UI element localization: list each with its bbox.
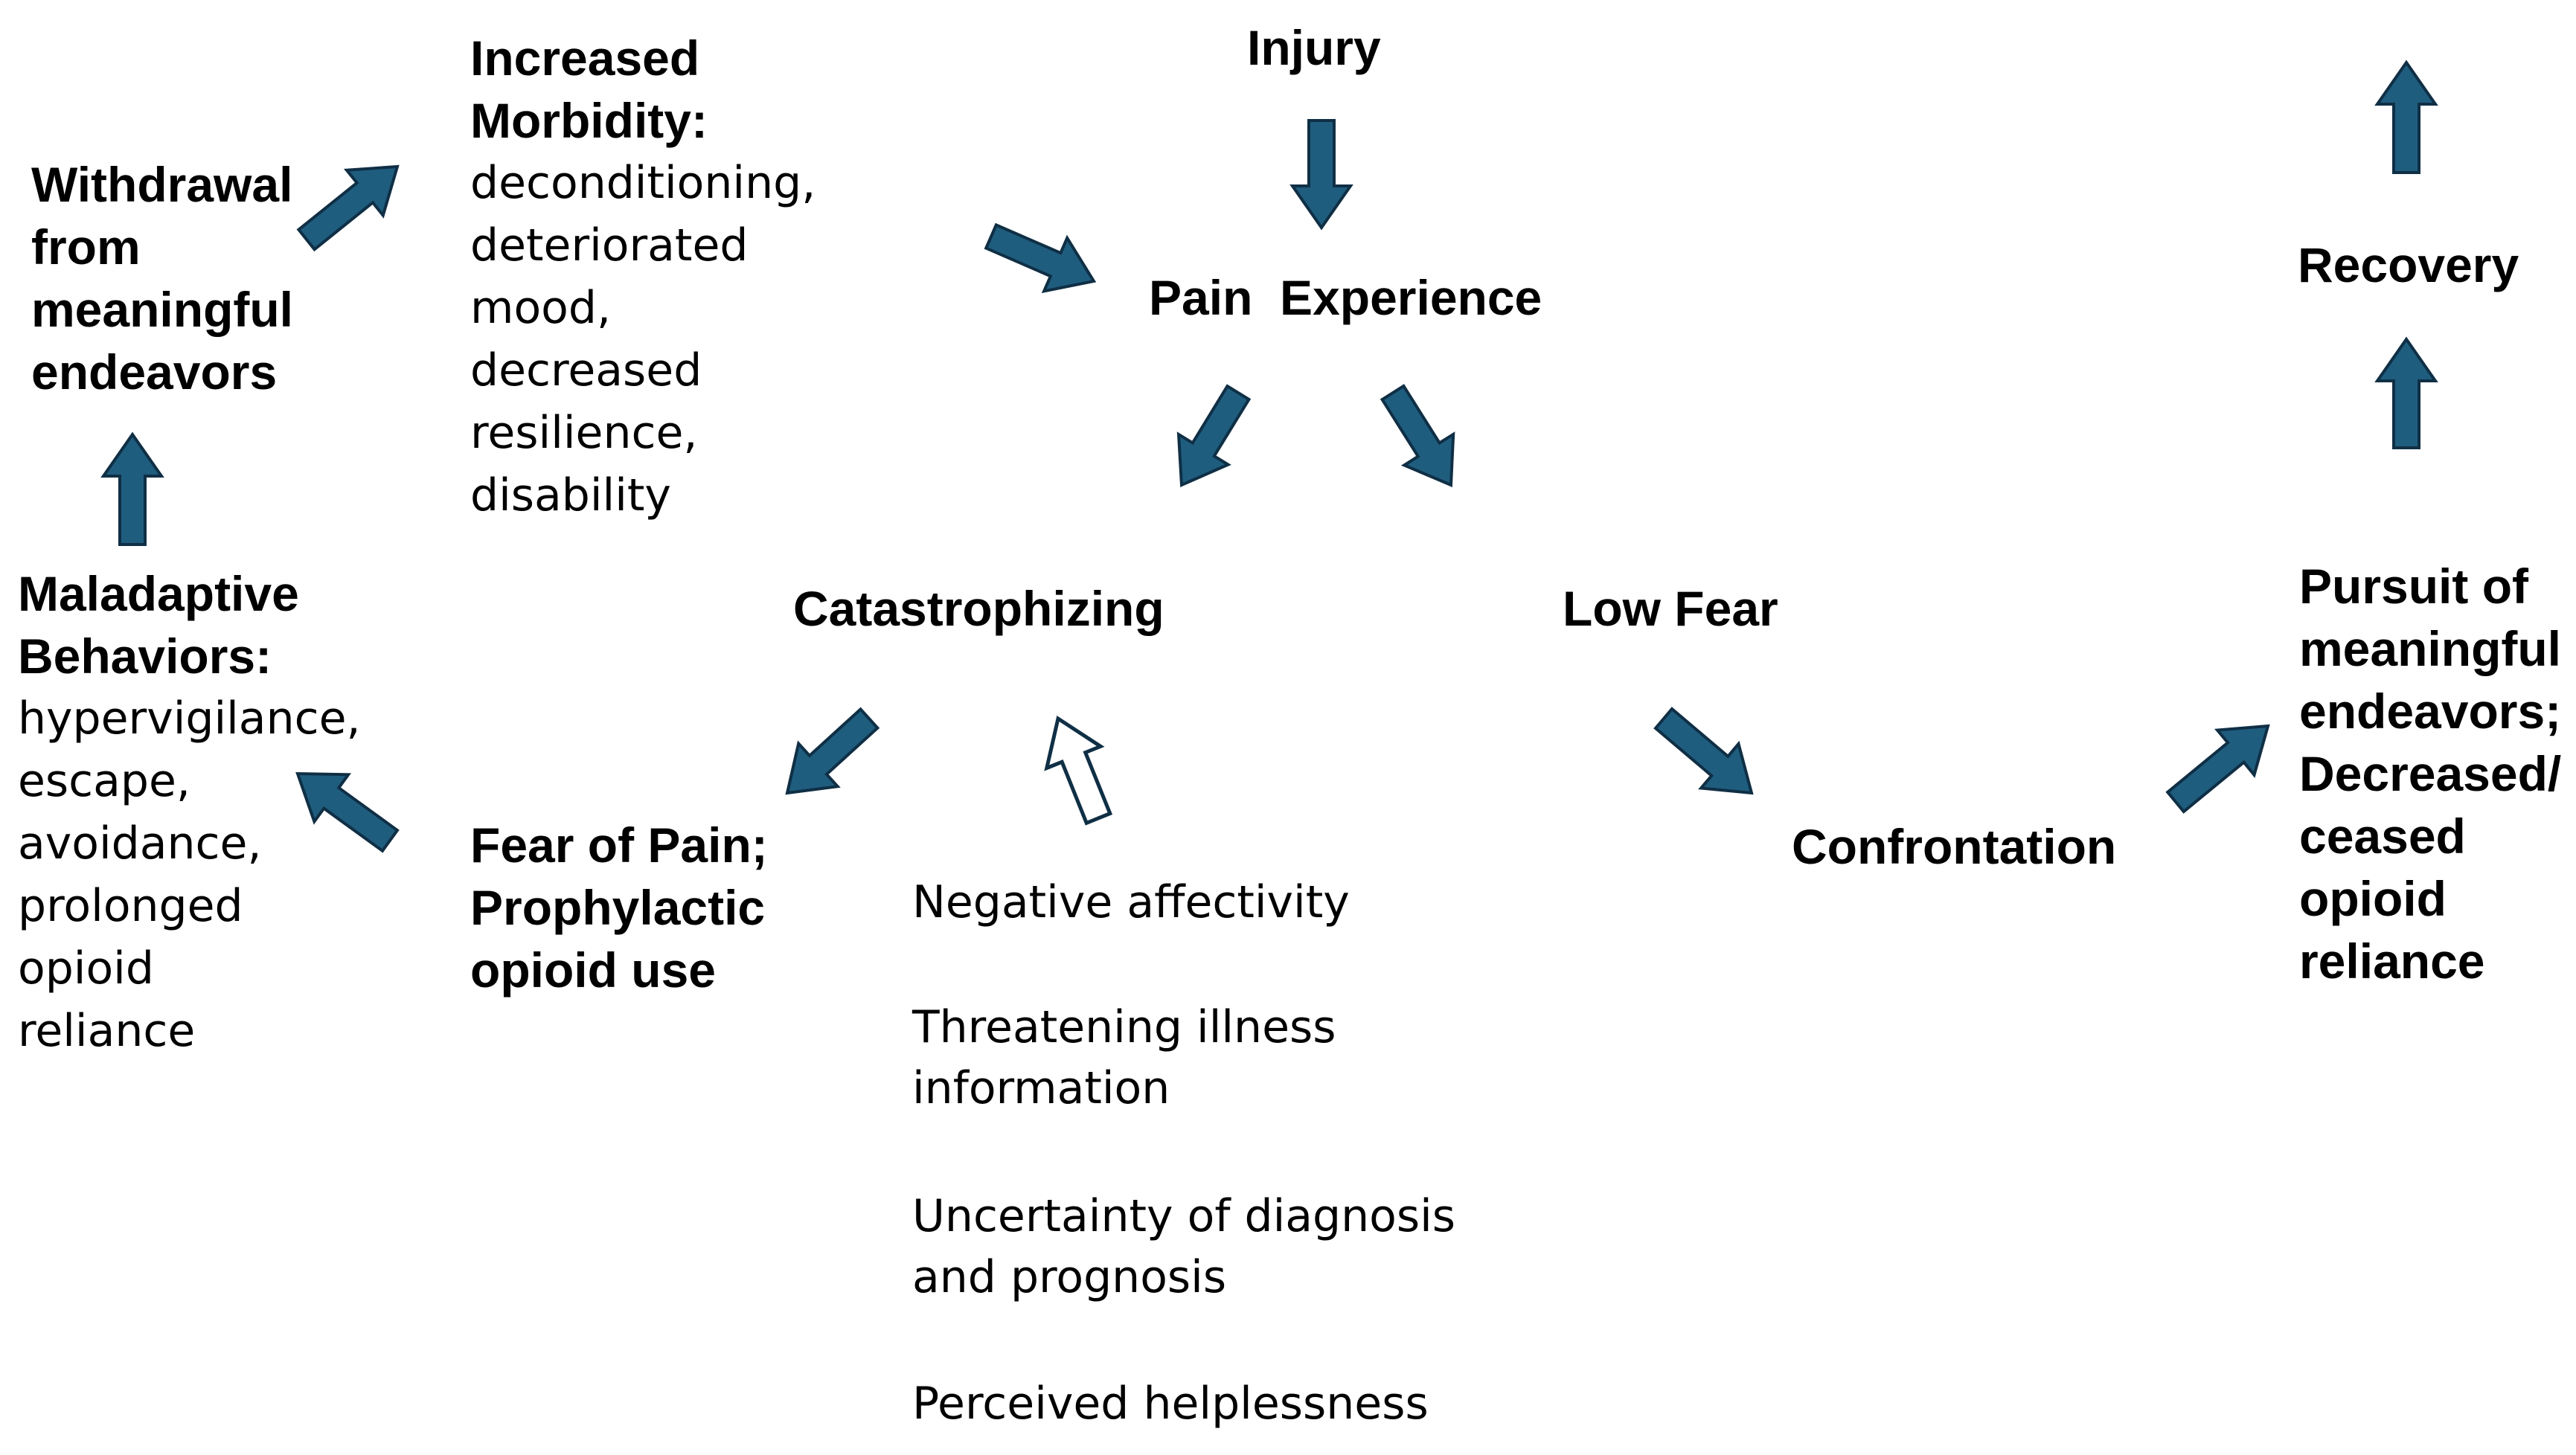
node-maladaptive-behaviors: Maladaptive Behaviors: hypervigilance, e… [18,562,361,1062]
fear-of-pain-line: Fear of Pain; [470,818,768,873]
pursuit-line: reliance [2299,934,2485,989]
arrow-low-fear-to-confrontation [1653,707,1754,795]
injury-title: Injury [1247,20,1381,75]
morbidity-body-line: deconditioning, [470,157,816,209]
factor-line: and prognosis [912,1251,1227,1303]
pursuit-line: meaningful [2299,621,2562,676]
morbidity-body-line: decreased [470,344,702,396]
node-withdrawal: Withdrawal from meaningful endeavors [31,153,293,403]
maladaptive-title-line: Behaviors: [18,629,272,684]
factor-item: Perceived helplessness [912,1373,1429,1434]
node-increased-morbidity: Increased Morbidity: deconditioning, det… [470,27,816,527]
node-catastrophizing: Catastrophizing [793,577,1164,640]
factor-line: Negative affectivity [912,876,1350,928]
withdrawal-line: endeavors [31,344,278,399]
pursuit-line: endeavors; [2299,684,2562,739]
maladaptive-title-line: Maladaptive [18,566,299,621]
factor-item: Negative affectivity [912,872,1350,933]
pain-experience-title: Pain Experience [1149,270,1542,325]
pursuit-line: opioid [2299,871,2447,926]
pursuit-line: Decreased/ [2299,746,2562,801]
fear-of-pain-line: opioid use [470,942,716,998]
node-injury: Injury [1247,16,1381,79]
node-pursuit: Pursuit of meaningful endeavors; Decreas… [2299,555,2561,992]
maladaptive-body-line: hypervigilance, [18,693,361,745]
factor-line: Threatening illness [912,1001,1336,1053]
arrow-recovery-up [2374,60,2438,174]
arrow-withdrawal-to-morbidity [296,164,400,252]
morbidity-body-line: mood, [470,282,612,334]
factor-item: Uncertainty of diagnosis and prognosis [912,1186,1455,1308]
withdrawal-line: from [31,219,141,274]
arrow-confrontation-to-pursuit [2165,724,2270,814]
arrow-catastrophizing-to-fear [785,707,880,795]
withdrawal-line: Withdrawal [31,157,293,212]
maladaptive-body-line: opioid [18,942,154,995]
fear-of-pain-line: Prophylactic [470,880,766,935]
arrow-pain-to-catastrophizing [1176,384,1252,487]
withdrawal-line: meaningful [31,282,294,337]
maladaptive-body-line: escape, [18,755,191,807]
morbidity-title-line: Increased [470,30,700,86]
node-low-fear: Low Fear [1563,577,1778,640]
pursuit-line: ceased [2299,809,2466,864]
pursuit-line: Pursuit of [2299,559,2528,614]
node-pain-experience: Pain Experience [1149,266,1542,329]
node-recovery: Recovery [2298,234,2519,296]
arrow-pursuit-to-recovery [2374,336,2438,449]
morbidity-title-line: Morbidity: [470,93,708,148]
maladaptive-body-line: avoidance, [18,818,262,870]
arrow-pain-to-low-fear [1380,384,1455,487]
morbidity-body-line: resilience, [470,407,698,459]
recovery-title: Recovery [2298,237,2519,292]
arrow-fear-to-maladaptive [295,771,400,853]
morbidity-body-line: deteriorated [470,219,749,272]
maladaptive-body-line: prolonged [18,880,243,932]
factor-item: Threatening illness information [912,997,1336,1119]
low-fear-title: Low Fear [1563,581,1778,636]
catastrophizing-title: Catastrophizing [793,581,1164,636]
node-confrontation: Confrontation [1792,815,2116,878]
factor-line: Perceived helplessness [912,1378,1429,1430]
arrow-maladaptive-to-withdrawal [100,431,164,546]
morbidity-body-line: disability [470,469,671,521]
arrow-injury-to-pain [1289,119,1353,231]
confrontation-title: Confrontation [1792,819,2117,874]
arrow-morbidity-to-pain [984,222,1097,294]
factor-line: Uncertainty of diagnosis [912,1190,1456,1242]
maladaptive-body-line: reliance [18,1005,196,1057]
factor-line: information [912,1062,1170,1114]
arrow-factors-to-catastrophizing [1044,715,1113,826]
node-fear-of-pain: Fear of Pain; Prophylactic opioid use [470,814,768,1001]
